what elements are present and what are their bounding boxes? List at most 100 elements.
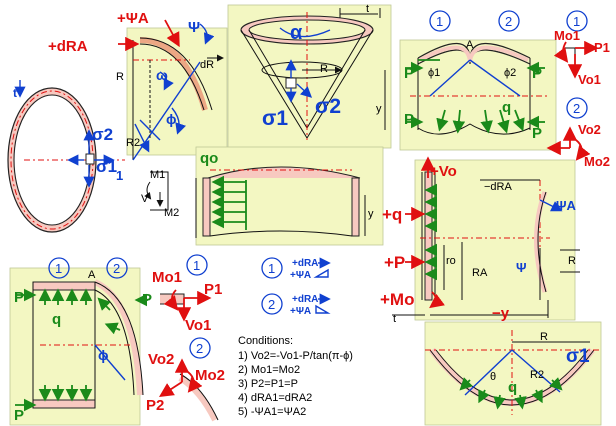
legend-2-psiA: +ΨA — [290, 306, 311, 317]
label-ro: ro — [446, 255, 456, 267]
label-omega: ω — [156, 67, 168, 83]
circle-1-mid — [186, 254, 208, 276]
label-Vo1-right: Vo1 — [578, 72, 601, 87]
label-P-junction-right: P — [142, 291, 152, 308]
label-t-cone: t — [366, 3, 369, 15]
label-circle2-junction: 2 — [113, 261, 120, 276]
label-R-top: R — [116, 71, 124, 83]
label-q-cap: q — [508, 379, 517, 396]
circle-2-junction — [106, 257, 128, 279]
label-P-top-left: P — [404, 65, 414, 82]
label-sigma2-cone: σ2 — [315, 95, 341, 118]
conditions-title: Conditions: — [238, 335, 293, 347]
condition-1: 1) Vo2=-Vo1-P/tan(π-ϕ) — [238, 350, 353, 362]
label-P-bot-left: P — [404, 111, 414, 128]
label-Mo2-mid: Mo2 — [195, 367, 225, 384]
label-sigma1-cone: σ1 — [262, 107, 288, 130]
label-P-junction-bot: P — [14, 407, 24, 424]
label-A-top: A — [466, 39, 474, 51]
label-t-edge: t — [393, 313, 396, 325]
cone-drawing — [240, 8, 386, 140]
label-sigma1-cap: σ1 — [566, 346, 590, 367]
label-psi-top: Ψ — [188, 19, 200, 36]
condition-5: 5) -ΨA1=ΨA2 — [238, 406, 306, 418]
edge-loads-drawing — [392, 156, 580, 318]
label-pos-psiA: +ΨA — [117, 10, 149, 27]
condition-2: 2) Mo1=Mo2 — [238, 364, 300, 376]
label-P-top-right: P — [532, 65, 542, 82]
legend-2-angle — [315, 304, 331, 314]
label-sigma2-left: σ2 — [92, 125, 113, 144]
label-circle1-legend: 1 — [268, 261, 275, 276]
label-circle1-top: 1 — [436, 14, 443, 29]
detail-1-forces-mid — [160, 289, 212, 322]
moment-element-small — [144, 171, 169, 211]
label-pos-P: +P — [384, 253, 405, 272]
label-qo: qo — [200, 150, 218, 167]
label-y-cylinder: y — [368, 208, 374, 220]
circle-2-top — [498, 10, 520, 32]
label-M1: M1 — [150, 169, 165, 181]
detail-2-forces-right — [546, 126, 591, 161]
panel-edge-loads — [414, 159, 576, 321]
label-theta: θ — [490, 371, 496, 383]
circle-2-right — [566, 97, 588, 119]
label-one-left: 1 — [116, 168, 123, 183]
label-q-top: q — [502, 99, 511, 116]
label-phi2: ϕ2 — [504, 67, 516, 79]
legend-2-dRA: +dRA — [292, 294, 318, 305]
label-P-bot-right: P — [532, 125, 542, 142]
label-pos-q: +q — [382, 205, 402, 224]
label-circle1-junction: 1 — [55, 261, 62, 276]
label-R2-cap: R2 — [530, 369, 544, 381]
label-circle1-mid: 1 — [193, 258, 200, 273]
label-R-cone: R — [320, 63, 328, 75]
circle-1-legend — [261, 257, 283, 279]
label-q-junction: q — [52, 311, 61, 328]
conditions-block: Conditions: 1) Vo2=-Vo1-P/tan(π-ϕ) 2) Mo… — [238, 335, 353, 418]
panel-shell-element — [126, 27, 228, 156]
label-Mo1-mid: Mo1 — [152, 269, 182, 286]
ellipsoid-shell — [7, 80, 125, 233]
condition-4: 4) dRA1=dRA2 — [238, 392, 312, 404]
label-pos-Mo: +Mo — [380, 290, 414, 309]
label-P1-mid: P1 — [204, 281, 222, 298]
circle-1-junction — [48, 257, 70, 279]
label-R-cap: R — [540, 331, 548, 343]
label-phi1: ϕ1 — [428, 67, 440, 79]
label-phi-top: ϕ — [166, 111, 177, 127]
label-pos-dRA: +dRA — [48, 38, 88, 55]
label-sigma1-left: σ1 — [96, 157, 117, 176]
label-R2-top: R2 — [126, 137, 140, 149]
label-R-edge: R — [568, 255, 576, 267]
label-circle2-right: 2 — [573, 101, 580, 116]
label-alpha: α — [290, 22, 303, 44]
label-circle1-right: 1 — [573, 14, 580, 29]
cylinder-pressure-drawing — [195, 166, 366, 238]
label-circle2-legend: 2 — [268, 297, 275, 312]
label-Vo2-mid: Vo2 — [148, 351, 174, 368]
detail-2-forces-mid — [158, 358, 219, 422]
label-P1-right: P1 — [594, 40, 610, 55]
label-M2: M2 — [164, 207, 179, 219]
label-P-junction-top: P — [14, 289, 24, 306]
condition-3: 3) P2=P1=P — [238, 378, 298, 390]
label-phi-junction: ϕ — [98, 347, 109, 363]
label-P2-mid: P2 — [146, 397, 164, 414]
circle-1-top — [429, 10, 451, 32]
circle-2-mid — [189, 337, 211, 359]
label-circle2-mid: 2 — [196, 341, 203, 356]
label-neg-dRA: −dRA — [484, 181, 512, 193]
label-pos-Vo: +Vo — [430, 163, 457, 180]
label-circle2-top: 2 — [505, 14, 512, 29]
circle-1-right — [566, 10, 588, 32]
label-neg-y: −y — [492, 305, 510, 322]
detail-1-forces-right — [553, 40, 599, 79]
legend-1-angle — [313, 268, 329, 278]
double-sphere-drawing — [405, 42, 550, 135]
spherical-cap-drawing — [425, 330, 600, 415]
qo-pressure-arrows — [211, 175, 247, 230]
legend-1-dRA: +dRA — [292, 258, 318, 269]
label-psi-edge: Ψ — [516, 260, 527, 275]
